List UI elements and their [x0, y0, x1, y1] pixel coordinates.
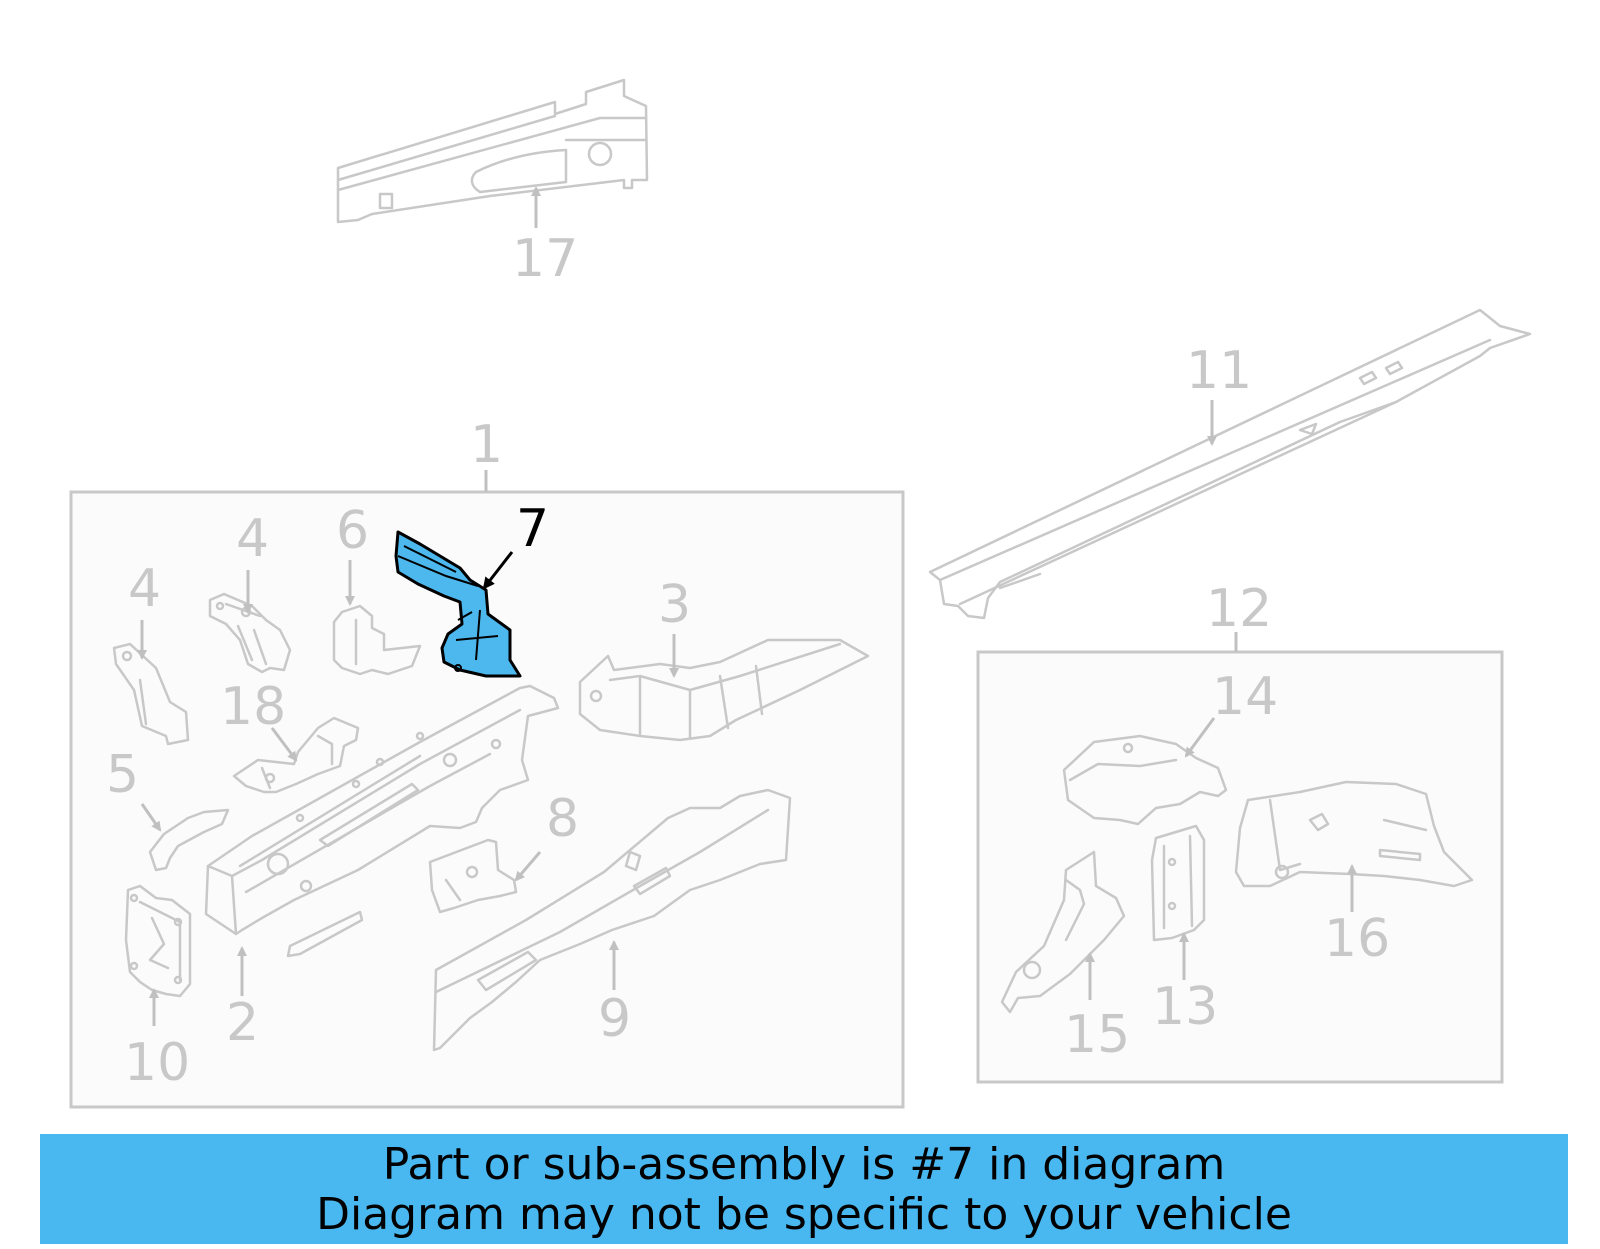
- callout-6: 6: [336, 501, 369, 561]
- part-8-bracket: [428, 838, 518, 914]
- part-11-rocker: [928, 308, 1532, 620]
- callout-18: 18: [220, 677, 286, 737]
- part-15-bracket: [1000, 850, 1126, 1014]
- part-13-plate: [1150, 824, 1206, 942]
- callout-1: 1: [470, 415, 503, 475]
- part-3-apron: [578, 638, 870, 742]
- part-5-bracket: [148, 808, 230, 872]
- part-14-cover: [1062, 734, 1228, 826]
- part-10-plate: [124, 884, 192, 998]
- callout-15: 15: [1064, 1005, 1130, 1065]
- callout-7: 7: [516, 499, 549, 559]
- part-2-frame-rail: [204, 684, 560, 958]
- banner-line-1: Part or sub-assembly is #7 in diagram: [382, 1139, 1226, 1190]
- callout-9: 9: [598, 989, 631, 1049]
- callout-14: 14: [1212, 667, 1278, 727]
- callout-4-upper: 4: [236, 509, 269, 569]
- part-4-bracket-left: [112, 642, 190, 746]
- callout-17: 17: [512, 229, 578, 289]
- part-6-bracket: [332, 604, 422, 676]
- assembly-box-12: [976, 650, 1504, 1084]
- callout-3: 3: [658, 575, 691, 635]
- info-banner: Part or sub-assembly is #7 in diagram Di…: [40, 1134, 1568, 1244]
- part-16-panel: [1234, 780, 1474, 888]
- callout-11: 11: [1186, 341, 1252, 401]
- callout-labels: 17 11 1 7 6 4 4 3 12 14 18 5 8 16 13 9 2…: [106, 229, 1390, 1093]
- leader-lines: [137, 186, 1357, 1026]
- callout-16: 16: [1324, 909, 1390, 969]
- part-17-upper-rail: [336, 78, 649, 224]
- callout-10: 10: [124, 1033, 190, 1093]
- callout-12: 12: [1206, 579, 1272, 639]
- callout-8: 8: [546, 789, 579, 849]
- part-7-highlighted: [394, 530, 522, 678]
- part-9-lower-rail: [432, 788, 792, 1052]
- banner-line-2: Diagram may not be specific to your vehi…: [316, 1189, 1292, 1240]
- callout-5: 5: [106, 745, 139, 805]
- callout-13: 13: [1152, 977, 1218, 1037]
- callout-2: 2: [226, 993, 259, 1053]
- callout-4-left: 4: [128, 559, 161, 619]
